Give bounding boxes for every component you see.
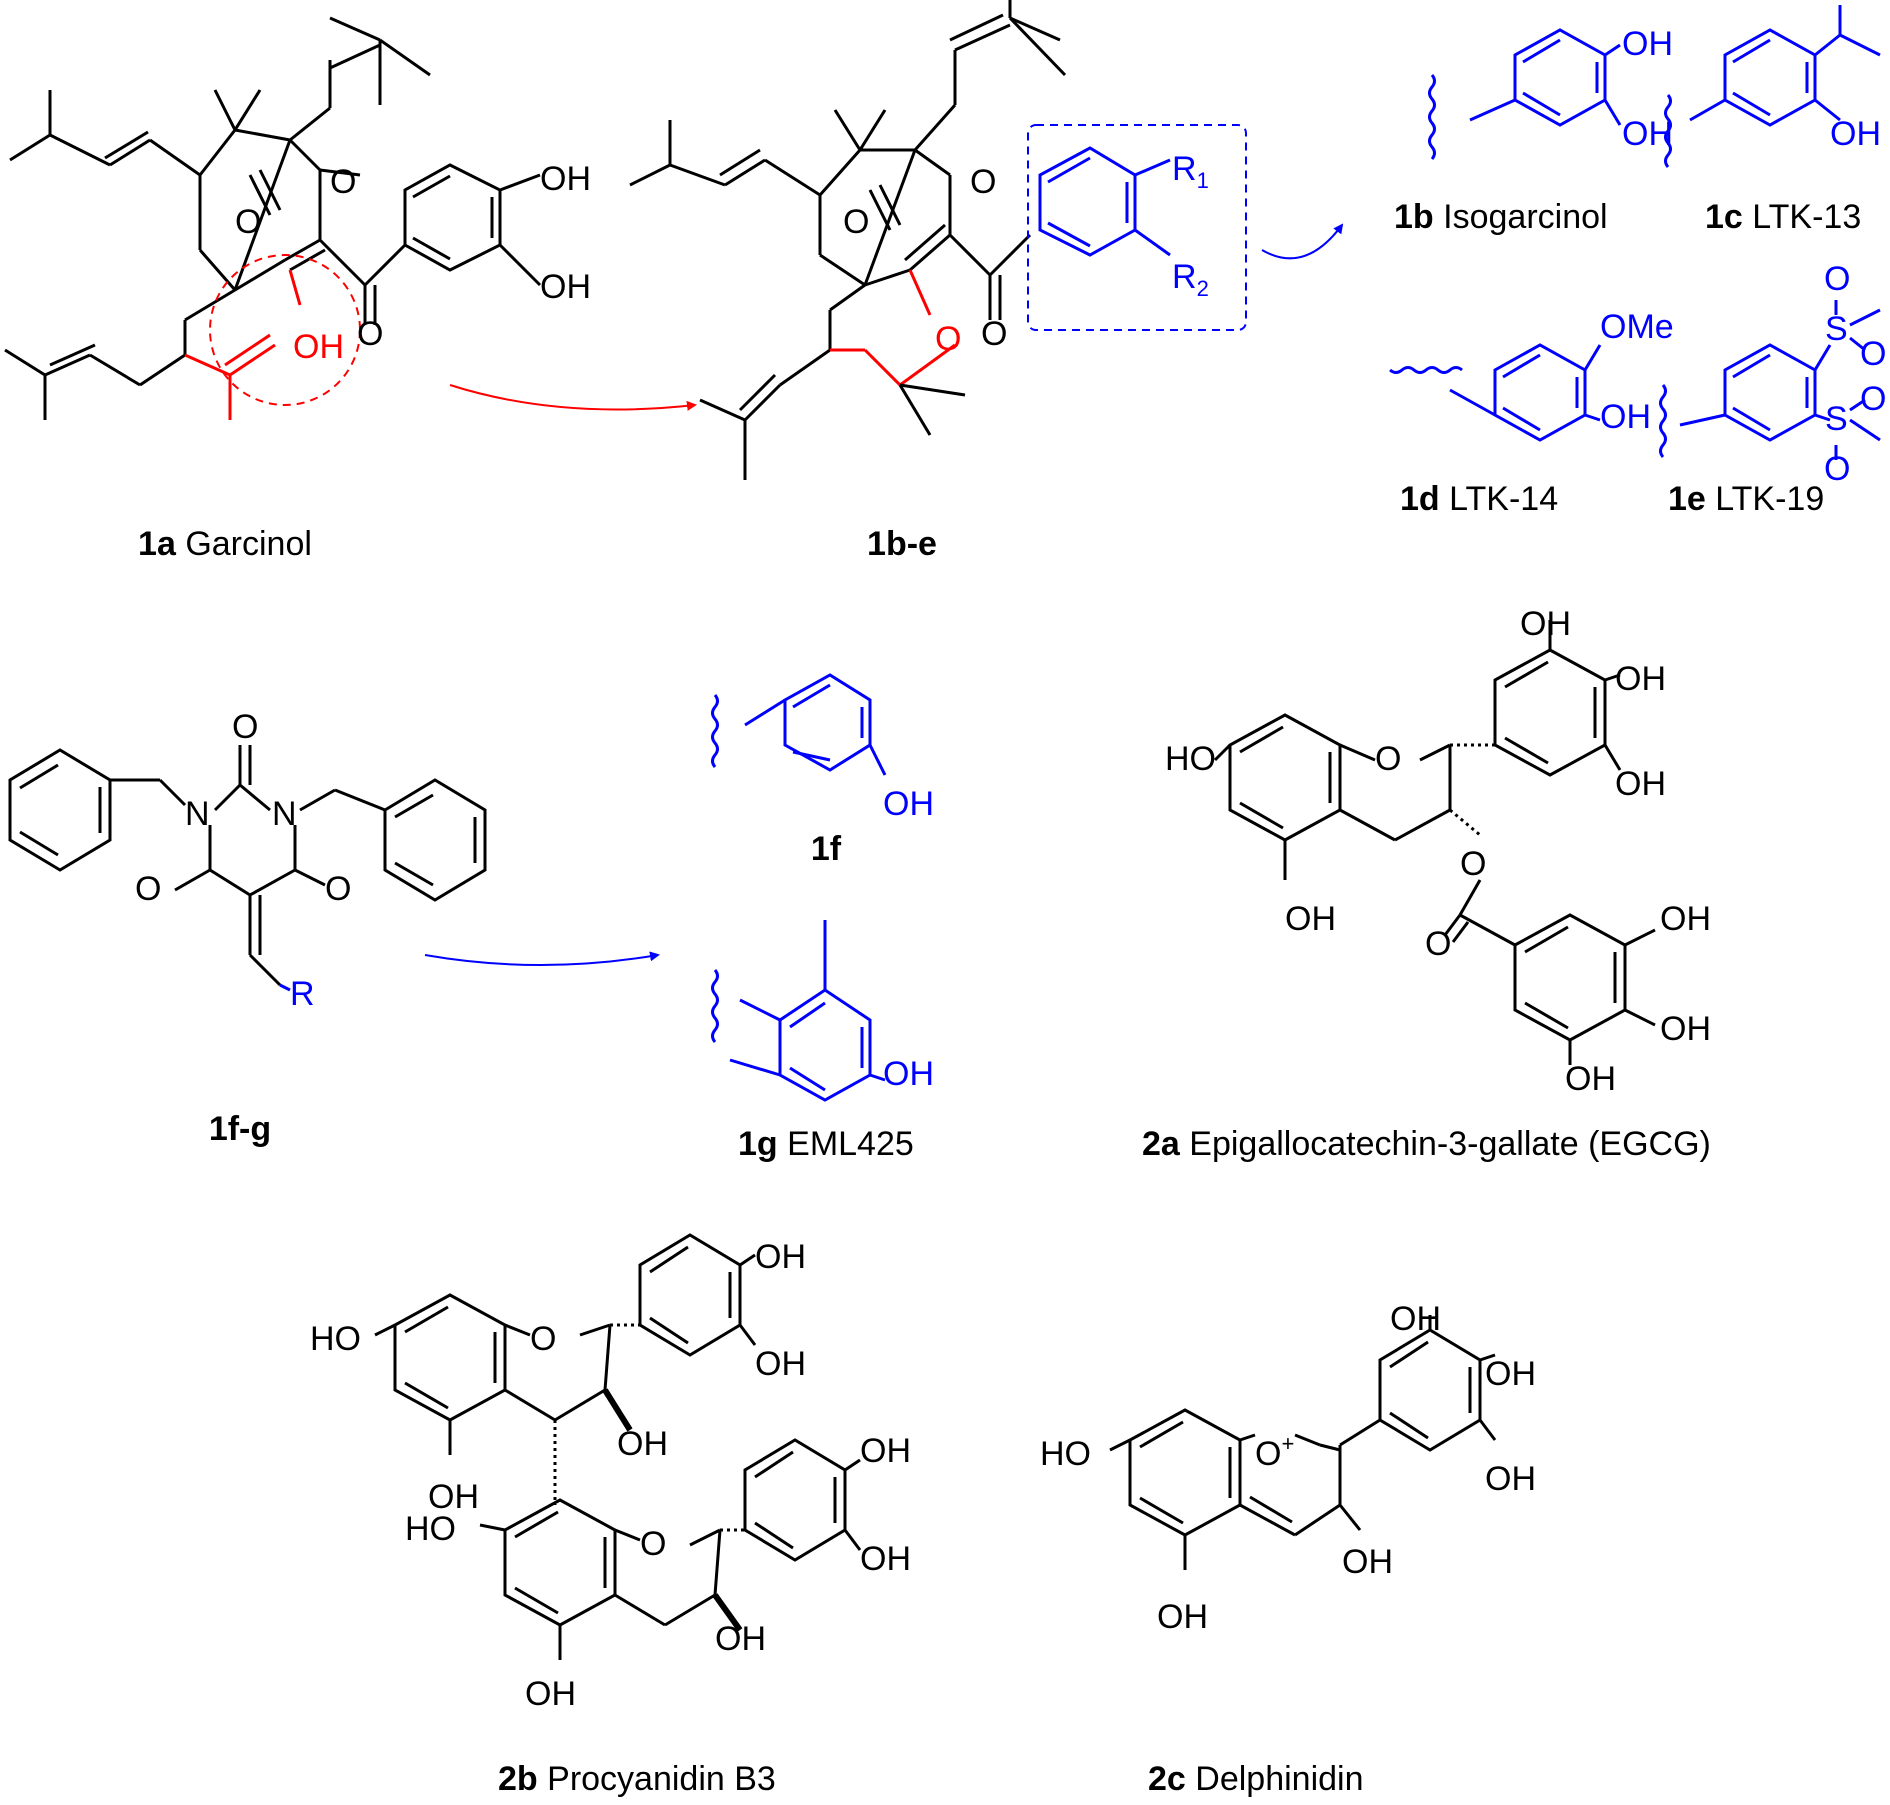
atom-oh: OH bbox=[883, 785, 934, 823]
atom-o: O bbox=[1860, 380, 1886, 418]
caption-1b: 1b Isogarcinol bbox=[1394, 198, 1608, 236]
atom-oh: OH bbox=[428, 1478, 479, 1516]
caption-1a: 1a Garcinol bbox=[138, 525, 312, 563]
atom-oh: OH bbox=[540, 268, 591, 306]
atom-o: O bbox=[135, 870, 161, 908]
atom-o: O bbox=[1425, 925, 1451, 963]
atom-ho: HO bbox=[1165, 740, 1216, 778]
atom-o: O bbox=[1460, 845, 1486, 883]
atom-o: O bbox=[235, 203, 261, 241]
caption-1g: 1g EML425 bbox=[738, 1125, 914, 1163]
atom-oh: OH bbox=[1660, 1010, 1711, 1048]
atom-r: R bbox=[290, 975, 315, 1013]
atom-o: O bbox=[357, 315, 383, 353]
atom-oh: OH bbox=[1615, 660, 1666, 698]
blue-arrow bbox=[424, 951, 660, 966]
fragment-1c bbox=[1664, 5, 1881, 168]
structure-1f-g-r-bond bbox=[279, 983, 291, 992]
fragment-1e bbox=[1659, 300, 1881, 460]
caption-1b-e: 1b-e bbox=[867, 525, 937, 563]
atom-o: O bbox=[981, 315, 1007, 353]
fragment-1b bbox=[1428, 28, 1622, 160]
atom-oh-red: OH bbox=[293, 328, 344, 366]
atom-o: O bbox=[640, 1525, 666, 1563]
garcinol-red-part bbox=[184, 254, 361, 420]
red-arrow bbox=[449, 384, 697, 411]
atom-oh: OH bbox=[540, 160, 591, 198]
caption-1c: 1c LTK-13 bbox=[1705, 198, 1861, 236]
structure-garcinol bbox=[4, 16, 542, 420]
atom-o: O bbox=[1375, 740, 1401, 778]
atom-oh: OH bbox=[1485, 1355, 1536, 1393]
atom-ho: HO bbox=[405, 1510, 456, 1548]
atom-o: O bbox=[232, 708, 258, 746]
atom-oh: OH bbox=[883, 1055, 934, 1093]
atom-o: O bbox=[325, 870, 351, 908]
atom-o: O bbox=[330, 163, 356, 201]
atom-oh: OH bbox=[1342, 1543, 1393, 1581]
atom-ho: HO bbox=[310, 1320, 361, 1358]
atom-oh: OH bbox=[1520, 605, 1571, 643]
atom-oh: OH bbox=[1157, 1598, 1208, 1636]
fragment-1g bbox=[711, 920, 886, 1102]
atom-oh: OH bbox=[860, 1540, 911, 1578]
structure-egcg bbox=[1213, 620, 1656, 1065]
caption-1f-g: 1f-g bbox=[209, 1110, 271, 1148]
atom-oh: OH bbox=[525, 1675, 576, 1713]
atom-o: O bbox=[1824, 260, 1850, 298]
structure-1b-e-red bbox=[830, 269, 956, 387]
atom-oh: OH bbox=[1485, 1460, 1536, 1498]
caption-2a: 2a Epigallocatechin-3-gallate (EGCG) bbox=[1142, 1125, 1711, 1163]
fragment-1d bbox=[1389, 343, 1602, 442]
atom-s: S bbox=[1825, 400, 1848, 438]
atom-oh: OH bbox=[1830, 115, 1881, 153]
caption-1d: 1d LTK-14 bbox=[1400, 480, 1558, 518]
atom-n: N bbox=[272, 795, 297, 833]
atom-n: N bbox=[185, 795, 210, 833]
atom-oh: OH bbox=[1600, 398, 1651, 436]
atom-oh: OH bbox=[1615, 765, 1666, 803]
caption-1e: 1e LTK-19 bbox=[1668, 480, 1824, 518]
atom-o: O bbox=[530, 1320, 556, 1358]
structure-1b-e-aryl bbox=[1027, 124, 1247, 331]
atom-o: O bbox=[970, 163, 996, 201]
atom-oh: OH bbox=[1622, 25, 1673, 63]
structure-1b-e-methyls bbox=[898, 383, 966, 436]
atom-oh: OH bbox=[860, 1432, 911, 1470]
atom-o-plus: O+ bbox=[1255, 1431, 1294, 1473]
atom-r1: R1 bbox=[1172, 150, 1209, 193]
caption-2c: 2c Delphinidin bbox=[1148, 1760, 1364, 1798]
atom-oh: OH bbox=[755, 1238, 806, 1276]
atom-s: S bbox=[1825, 310, 1848, 348]
atom-ome: OMe bbox=[1600, 308, 1674, 346]
caption-1f: 1f bbox=[811, 830, 842, 868]
atom-o: O bbox=[1824, 450, 1850, 488]
atom-oh: OH bbox=[755, 1345, 806, 1383]
atom-oh: OH bbox=[1390, 1300, 1441, 1338]
atom-oh: OH bbox=[715, 1620, 766, 1658]
structure-procyanidin bbox=[374, 1233, 862, 1660]
structure-1b-e bbox=[629, 0, 1067, 480]
atom-oh: OH bbox=[1285, 900, 1336, 938]
structure-delphinidin bbox=[1109, 1315, 1497, 1570]
structure-1f-g bbox=[8, 745, 487, 987]
atom-o: O bbox=[1860, 335, 1886, 373]
atom-ho: HO bbox=[1040, 1435, 1091, 1473]
blue-arrow-small bbox=[1261, 223, 1344, 260]
atom-r2: R2 bbox=[1172, 258, 1209, 301]
caption-2b: 2b Procyanidin B3 bbox=[498, 1760, 776, 1798]
atom-o-red: O bbox=[935, 320, 961, 358]
atom-oh: OH bbox=[1660, 900, 1711, 938]
atom-oh: OH bbox=[1565, 1060, 1616, 1098]
fragment-1f bbox=[711, 673, 887, 776]
atom-o: O bbox=[843, 203, 869, 241]
atom-oh: OH bbox=[617, 1425, 668, 1463]
